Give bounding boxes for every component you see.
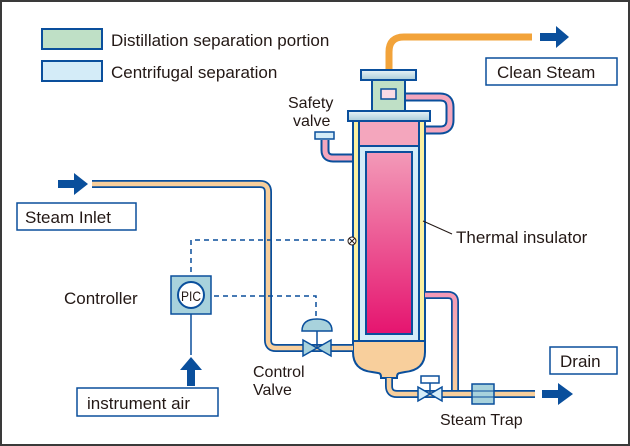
thermal-insulator-label: Thermal insulator: [456, 228, 588, 247]
legend-label-centrifugal: Centrifugal separation: [111, 63, 277, 82]
thermal-insulator-leader: [422, 220, 453, 235]
clean-steam-arrow-icon: [540, 26, 569, 48]
safety-valve-label-line1: Safety: [288, 95, 333, 112]
column-drain-pipe-fill: [425, 292, 458, 392]
temperature-signal-line: [190, 239, 347, 272]
drain-label: Drain: [560, 352, 601, 371]
clean-steam-label-box: [485, 57, 618, 86]
steam-trap-icon: [471, 383, 495, 405]
drain-arrow-icon: [542, 383, 573, 405]
instrument-air-label-box: [76, 387, 219, 417]
temperature-sensor-icon: [347, 236, 357, 246]
clean-steam-pipe: [385, 33, 532, 70]
safety-valve-icon: [314, 131, 335, 140]
head-window: [380, 88, 397, 100]
control-valve-label-line2: Valve: [253, 382, 292, 399]
instrument-air-label: instrument air: [87, 394, 190, 413]
bottom-drain-pipe-fill: [386, 378, 535, 397]
legend-swatch-distillation: [41, 28, 103, 50]
steam-inlet-label: Steam Inlet: [25, 208, 111, 227]
legend-label-distillation: Distillation separation portion: [111, 31, 329, 50]
safety-valve-pipe-fill: [322, 140, 356, 161]
steam-inlet-pipe-fill: [92, 181, 353, 351]
legend: Distillation separation portion Centrifu…: [41, 28, 329, 82]
steam-inlet-label-box: [16, 202, 137, 231]
bottom-sump: [352, 340, 426, 379]
pic-label: PIC: [181, 288, 201, 304]
legend-swatch-centrifugal: [41, 60, 103, 82]
head-return-pipe-fill: [406, 94, 453, 133]
instrument-air-arrow-icon: [180, 357, 202, 386]
clean-steam-label: Clean Steam: [497, 63, 595, 82]
column-core: [365, 151, 413, 335]
column-flange: [347, 110, 431, 122]
control-valve-icon: [301, 318, 333, 358]
top-cap: [360, 69, 417, 81]
safety-valve-label-line2: valve: [293, 113, 330, 130]
steam-trap-label: Steam Trap: [440, 412, 523, 429]
valve-signal-line: [214, 295, 317, 318]
drain-valve-icon: [417, 375, 443, 403]
pic-circle: [177, 281, 205, 309]
control-valve-label-line1: Control: [253, 364, 305, 381]
controller-label: Controller: [64, 289, 138, 308]
steam-inlet-arrow-icon: [58, 173, 88, 195]
drain-label-box: [549, 346, 618, 375]
